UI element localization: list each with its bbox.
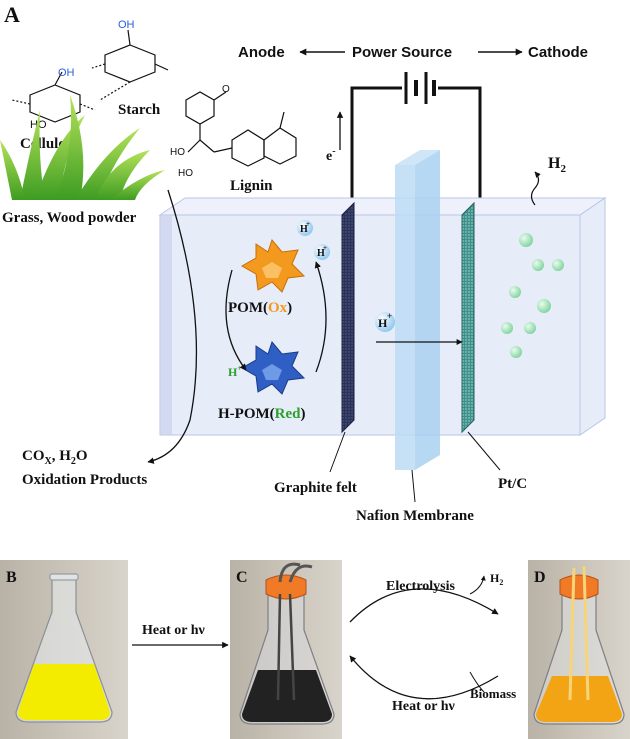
starch-structure bbox=[91, 29, 169, 101]
cathode-label: Cathode bbox=[528, 44, 588, 61]
electrolysis-arrow bbox=[349, 588, 499, 623]
regeneration-arrow bbox=[349, 655, 499, 700]
photo-b bbox=[0, 560, 128, 739]
proton-icon: H + bbox=[314, 244, 330, 260]
ptc-pointer bbox=[467, 431, 501, 471]
cellulose-structure bbox=[11, 71, 96, 123]
biomass-in-arrow bbox=[469, 671, 485, 693]
pom-ox-cluster bbox=[240, 238, 306, 293]
products-line1: COX, H2O bbox=[22, 448, 88, 467]
heat-light-label-1: Heat or hν bbox=[142, 623, 206, 638]
cellulose-oh: OH bbox=[58, 67, 75, 79]
svg-text:+: + bbox=[387, 311, 392, 321]
panel-label-d: D bbox=[534, 569, 546, 586]
svg-text:+: + bbox=[306, 220, 310, 228]
grass-illustration bbox=[0, 95, 165, 200]
nafion-label: Nafion Membrane bbox=[356, 508, 474, 524]
hpom-red-cluster bbox=[240, 340, 306, 395]
h2-wavy-arrow bbox=[530, 171, 541, 206]
anode-label: Anode bbox=[238, 44, 285, 61]
graphite-pointer bbox=[329, 431, 346, 473]
electron-label: e- bbox=[326, 146, 336, 164]
panel-label-b: B bbox=[6, 569, 17, 586]
svg-text:H: H bbox=[300, 224, 308, 235]
lignin-ho-2: HO bbox=[178, 168, 193, 179]
oxidation-arrow bbox=[314, 261, 327, 373]
reduction-arrow bbox=[225, 269, 247, 371]
heat-light-label-2: Heat or hν bbox=[392, 699, 456, 714]
photo-d bbox=[528, 560, 630, 739]
lignin-structure bbox=[185, 91, 297, 167]
nafion-pointer bbox=[411, 469, 416, 503]
panel-label-a: A bbox=[4, 2, 20, 27]
svg-text:+: + bbox=[323, 244, 327, 252]
svg-text:H: H bbox=[317, 248, 325, 259]
products-line2: Oxidation Products bbox=[22, 472, 147, 488]
graphite-felt-label: Graphite felt bbox=[274, 480, 357, 496]
photo-c bbox=[230, 560, 342, 739]
battery-icon bbox=[404, 72, 436, 104]
biomass-source-label: Grass, Wood powder bbox=[2, 210, 137, 226]
lignin-ho-1: HO bbox=[170, 147, 185, 158]
h2-gas-label: H2 bbox=[548, 155, 566, 175]
hpom-h-label: H+ bbox=[228, 364, 242, 379]
ptc-label: Pt/C bbox=[498, 476, 527, 492]
graphite-felt bbox=[341, 201, 355, 434]
circuit-wire bbox=[350, 86, 482, 205]
starch-label: Starch bbox=[118, 102, 161, 118]
ptc-electrode bbox=[461, 201, 475, 434]
pom-ox-label: POM(Ox) bbox=[228, 300, 292, 316]
h2-release-label: H2 bbox=[490, 571, 503, 587]
proton-icon: H + bbox=[375, 311, 395, 332]
starch-oh: OH bbox=[118, 19, 135, 31]
nafion-membrane bbox=[395, 150, 440, 470]
panel-label-c: C bbox=[236, 569, 248, 586]
power-source-label: Power Source bbox=[352, 44, 452, 61]
svg-text:H: H bbox=[378, 316, 388, 330]
h2-release-arrow bbox=[469, 575, 486, 595]
h2-bubbles bbox=[501, 233, 564, 358]
hpom-red-label: H-POM(Red) bbox=[218, 406, 306, 422]
lignin-o: O bbox=[222, 84, 230, 95]
proton-icon: H + bbox=[297, 220, 313, 236]
biomass-feed-arrow bbox=[147, 189, 198, 464]
biomass-label: Biomass bbox=[470, 686, 516, 701]
lignin-label: Lignin bbox=[230, 178, 273, 194]
